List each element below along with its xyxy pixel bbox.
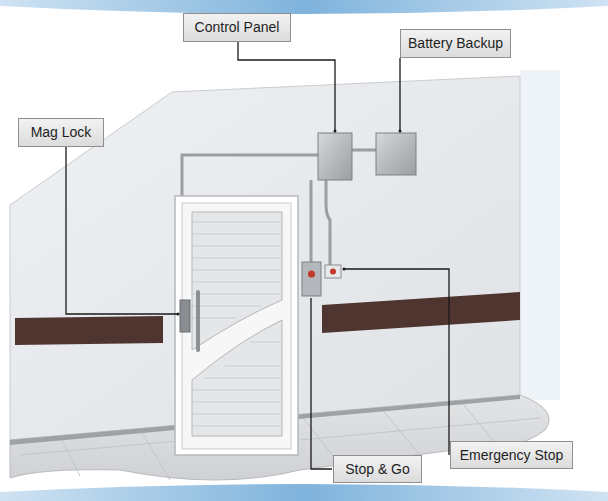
leader-lines [66,42,449,469]
door-handle [196,290,200,352]
mag-lock [180,300,190,332]
tile-line [300,418,540,440]
leader-dot [177,313,180,316]
emergency-stop [325,265,341,278]
callout-box: Emergency Stop [450,441,573,469]
leader-line [311,298,332,469]
callout-box: Stop & Go [333,455,422,483]
callout-label: Stop & Go [345,461,410,478]
wall-rail [15,316,163,345]
callout-box: Control Panel [183,13,291,42]
tile-line [60,436,80,476]
callout-label: Control Panel [195,19,280,36]
callout-label: Emergency Stop [460,447,564,464]
leader-dot [334,130,337,133]
blind-slat [250,342,281,343]
blind-slat [225,366,281,367]
blind-slat [193,426,281,427]
bottom-band [0,484,608,501]
emergency-button [330,269,336,275]
conduit [310,180,313,262]
door-leaf [182,203,291,449]
control-panel [318,133,352,180]
wall-rail [322,292,520,333]
wall [10,76,520,440]
blind-slat [193,234,281,235]
blind-slat [193,222,281,223]
leader-line [66,147,178,314]
door-frame [175,196,298,455]
leader-line [238,42,335,131]
callout-label: Mag Lock [31,124,92,141]
leader-line [344,269,449,455]
leader-dot [399,130,402,133]
blind-slat [193,282,281,283]
callout-box: Battery Backup [400,29,511,58]
callout-label: Battery Backup [408,35,503,52]
door-window [192,320,282,436]
callout-box: Mag Lock [18,118,104,147]
blind-slat [193,390,281,391]
stop-go-station [302,262,321,296]
top-band [0,0,608,14]
side-panel [520,70,560,400]
blind-slat [193,306,262,307]
battery-backup [376,133,416,175]
blind-slat [193,258,281,259]
conduit [326,180,330,265]
leader-dot [343,268,346,271]
blind-slat [193,246,281,247]
tile-line [140,429,170,480]
blinds [193,222,281,426]
blind-slat [193,414,281,415]
blind-slat [193,270,281,271]
blind-slat [205,378,281,379]
stop-button [308,271,315,278]
leader-line [399,58,400,131]
conduit [182,155,318,200]
blind-slat [193,294,281,295]
blind-slat [193,402,281,403]
conduit [352,149,376,152]
